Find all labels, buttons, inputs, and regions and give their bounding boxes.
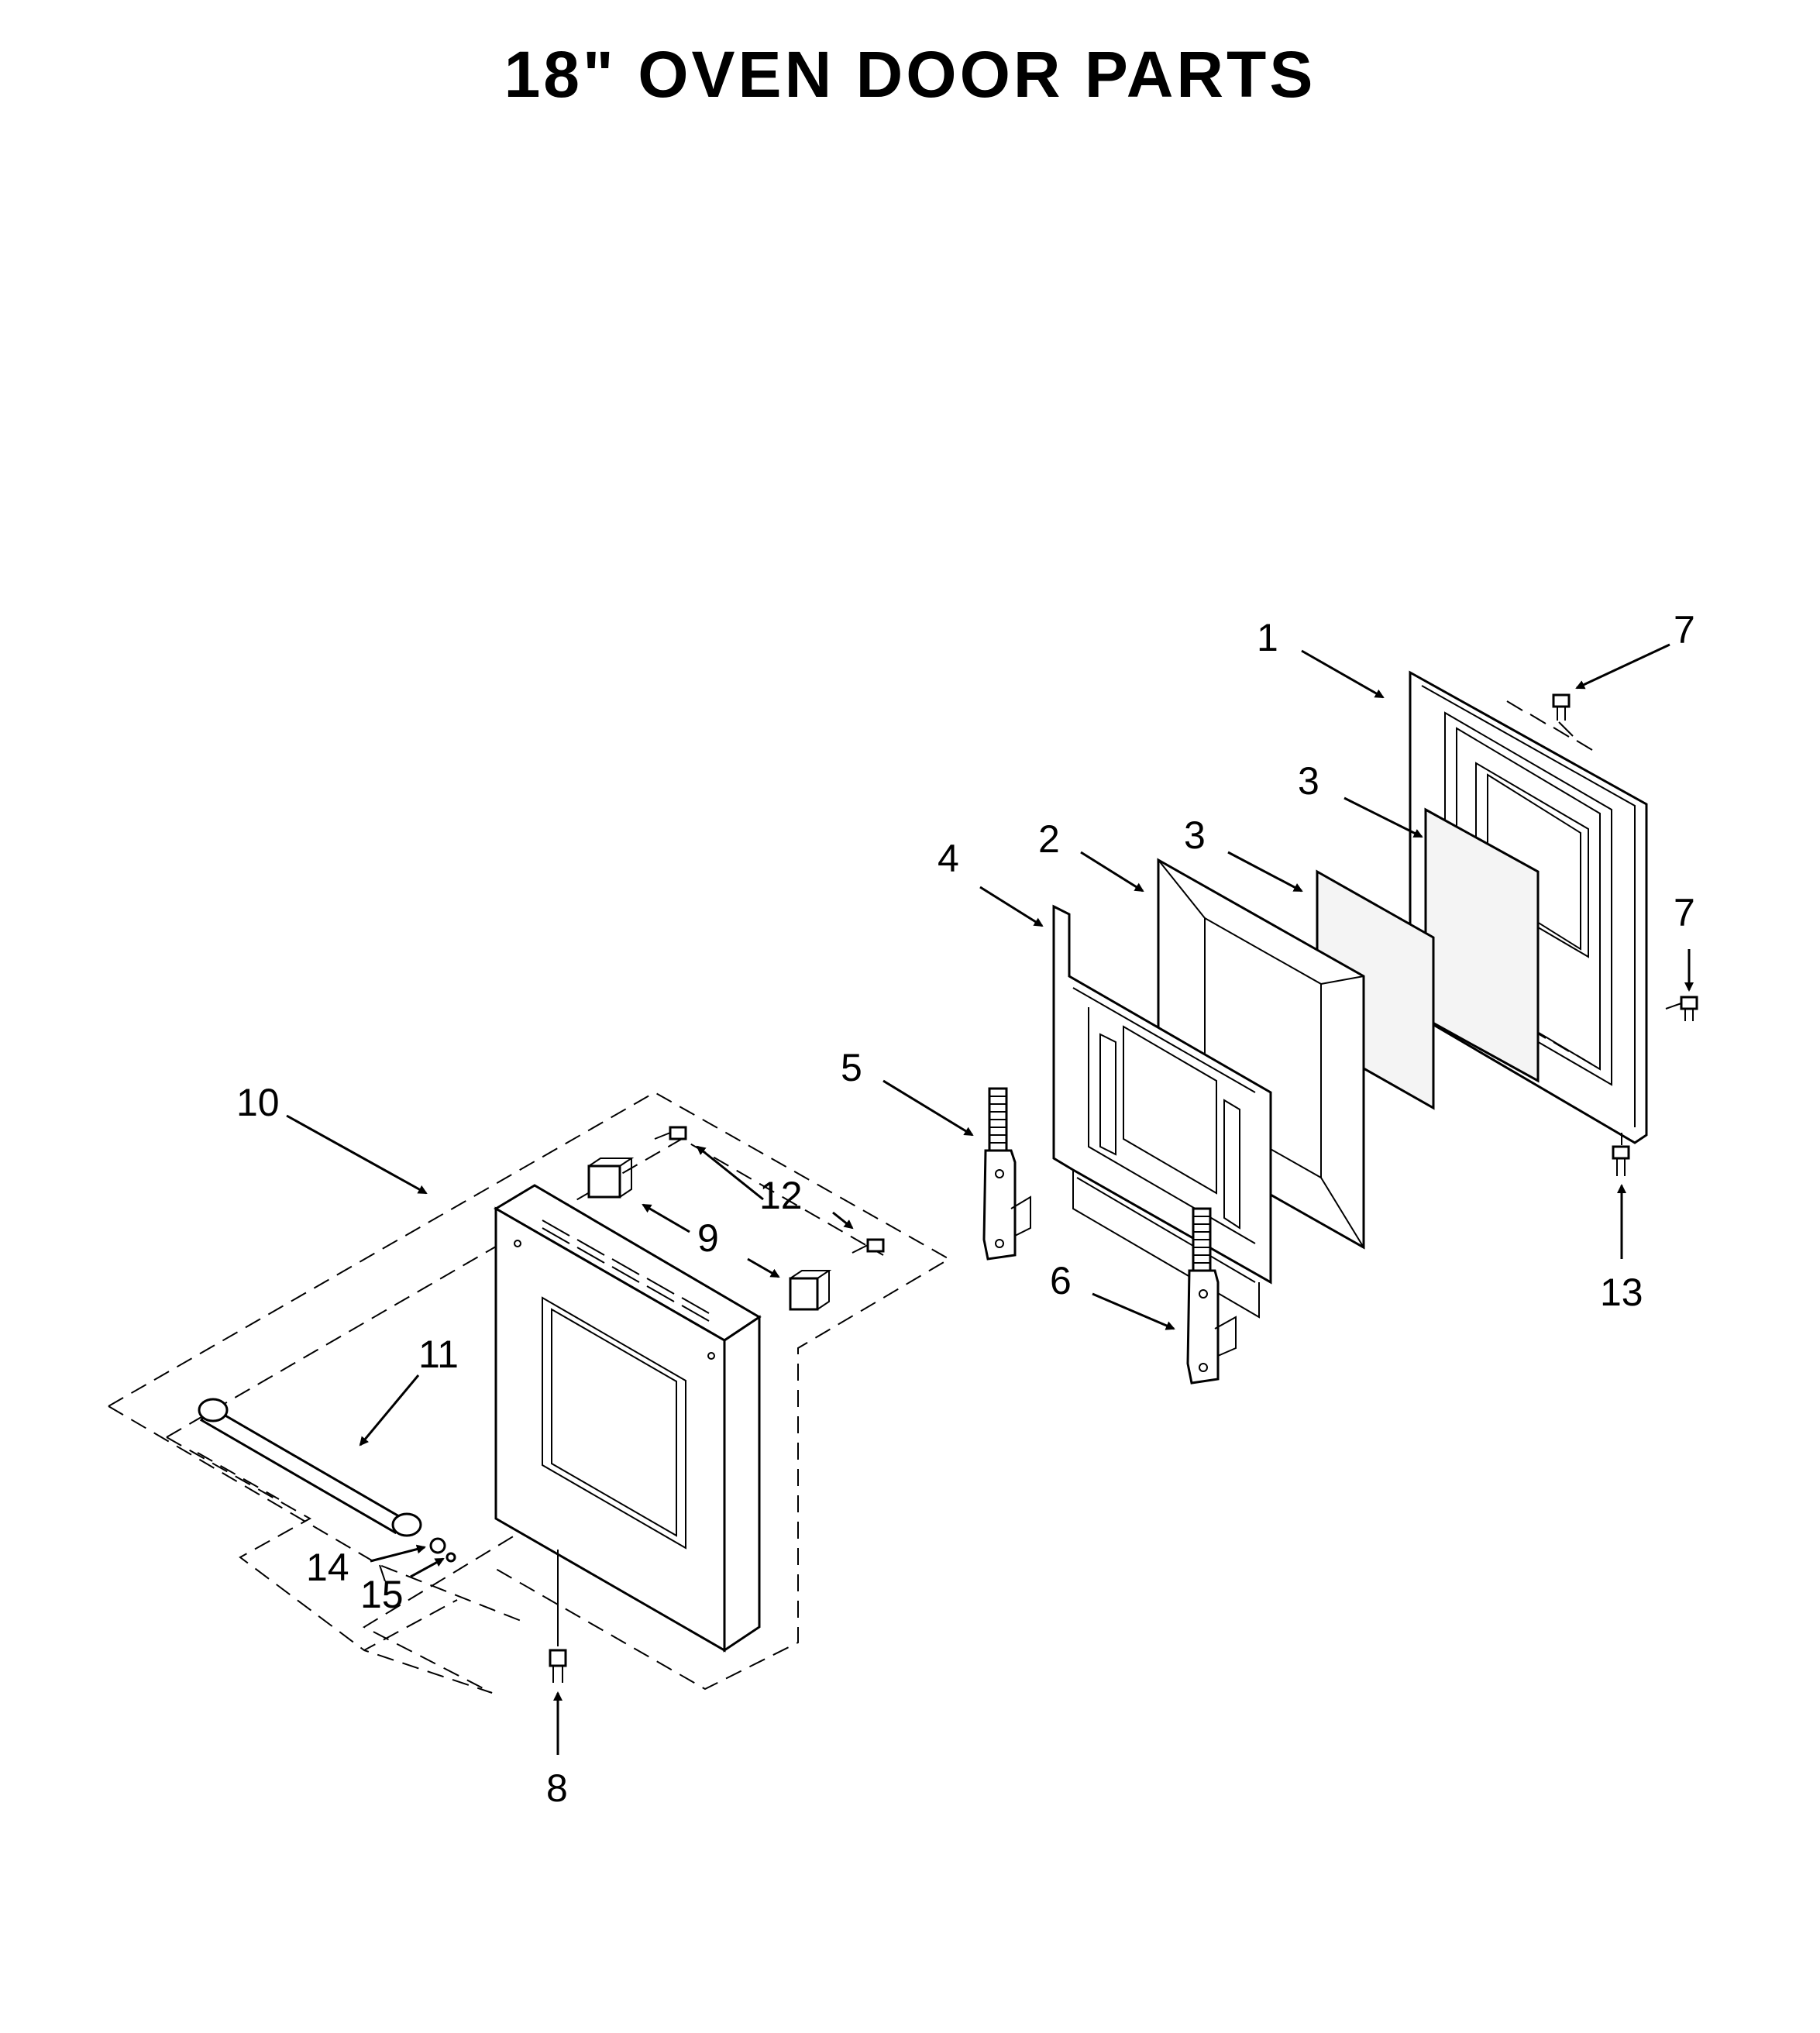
callout-3-rear: 3 [1298,759,1319,803]
washer-14 [429,1537,446,1554]
callout-4: 4 [938,837,959,880]
part-6-hinge-right [1186,1207,1237,1385]
callout-8: 8 [546,1766,568,1810]
callout-9: 9 [697,1216,719,1260]
vent-slots [542,1219,710,1322]
part-9-bracket-right [789,1270,832,1311]
screw-12-left [654,1126,687,1140]
callout-6: 6 [1050,1259,1072,1302]
part-5-hinge-left [982,1087,1031,1261]
callout-11: 11 [418,1333,459,1376]
page-title: 18" OVEN DOOR PARTS [504,38,1316,111]
part-11-handle [198,1398,422,1537]
callout-12: 12 [759,1174,803,1217]
screw-15 [446,1552,456,1563]
callout-2: 2 [1038,817,1060,861]
screw-8 [549,1649,567,1683]
callout-3-front: 3 [1184,814,1206,857]
callout-13: 13 [1600,1271,1643,1314]
callout-7-side: 7 [1674,891,1695,934]
leader-arrows [286,643,1694,1755]
part-9-bracket-left [587,1158,635,1199]
screw-7-top [1552,693,1571,721]
callout-5: 5 [841,1046,862,1089]
callout-10: 10 [236,1081,280,1124]
screw-13 [1612,1145,1630,1176]
part-10-outer-door [494,1184,762,1653]
screw-7-side [1680,996,1698,1021]
screw-12-right [852,1238,885,1254]
callout-7-top: 7 [1674,608,1695,652]
callout-15: 15 [360,1573,404,1616]
callout-14: 14 [306,1546,349,1589]
callout-1: 1 [1257,616,1278,659]
callout-labels: 1 2 3 3 4 5 6 7 7 8 9 10 11 12 13 14 15 [236,608,1695,1810]
